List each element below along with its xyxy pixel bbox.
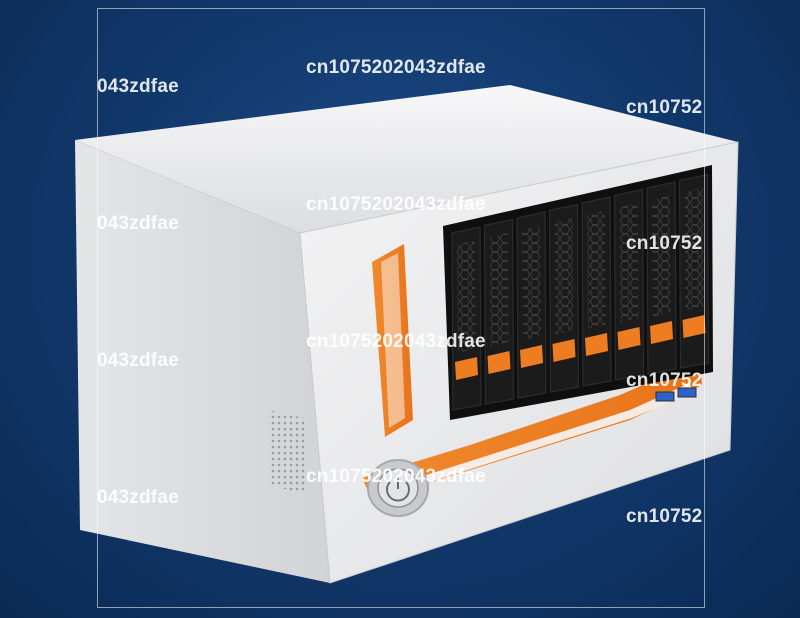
watermark-text: 043zdfae bbox=[97, 350, 179, 371]
usb-ports bbox=[655, 387, 697, 402]
drive-bay-latch bbox=[455, 357, 478, 380]
orange-front-sweep bbox=[362, 360, 702, 500]
watermark-text: cn1075202043zdfae bbox=[306, 57, 486, 78]
drive-bay-latch bbox=[487, 351, 511, 374]
drive-bay-tray bbox=[483, 218, 515, 405]
drive-bay-latch bbox=[617, 327, 641, 350]
watermark-text: 043zdfae bbox=[97, 487, 179, 508]
watermark-text: 043zdfae bbox=[97, 76, 179, 97]
drive-bay-tray bbox=[516, 211, 547, 399]
power-button bbox=[367, 459, 429, 517]
watermark-text: cn10752 bbox=[626, 97, 703, 118]
watermark-text: cn1075202043zdfae bbox=[306, 194, 486, 215]
watermark-text: cn10752 bbox=[626, 370, 703, 391]
drive-bay-tray bbox=[613, 188, 645, 381]
drive-bay-tray bbox=[451, 226, 482, 411]
chassis-side bbox=[75, 140, 330, 583]
drive-bay-latch bbox=[552, 339, 576, 362]
drive-bay-tray bbox=[646, 181, 677, 375]
drive-bay-latch bbox=[585, 333, 608, 356]
watermark-frame bbox=[97, 8, 705, 608]
watermark-text: cn1075202043zdfae bbox=[306, 331, 486, 352]
drive-bay-tray bbox=[678, 173, 710, 369]
watermark-text: cn10752 bbox=[626, 233, 703, 254]
drive-bay-latch bbox=[650, 321, 673, 344]
watermark-text: cn1075202043zdfae bbox=[306, 466, 486, 487]
chassis-top bbox=[75, 85, 738, 233]
drive-bay-latch bbox=[520, 345, 543, 368]
side-vent bbox=[268, 410, 306, 493]
drive-bay-tray bbox=[548, 203, 580, 393]
drive-bay-latch bbox=[682, 315, 706, 338]
drive-bay-tray bbox=[581, 196, 612, 387]
drive-bays bbox=[451, 173, 710, 411]
watermark-text: 043zdfae bbox=[97, 213, 179, 234]
watermark-text: cn10752 bbox=[626, 506, 703, 527]
